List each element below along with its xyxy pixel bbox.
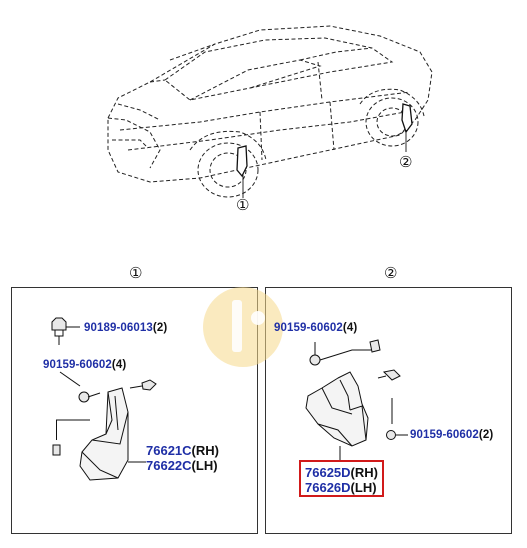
- s1-part-90159-60602: 90159-60602(4): [43, 359, 127, 371]
- callout-2: ②: [399, 153, 413, 171]
- s1-part-76622c: 76622C(LH): [146, 458, 218, 473]
- s1-part-90189-06013: 90189-06013(2): [84, 322, 168, 334]
- callout-1: ①: [236, 196, 250, 214]
- s1-part-76621c: 76621C(RH): [146, 443, 219, 458]
- s2-part-76625d: 76625D(RH): [305, 465, 378, 480]
- section-2-label: ②: [384, 264, 398, 282]
- section-1-frame: [11, 287, 258, 534]
- highlighted-part-box[interactable]: 76625D(RH) 76626D(LH): [299, 460, 384, 497]
- s2-part-90159-60602-qty2: 90159-60602(2): [410, 429, 494, 441]
- section-1-label: ①: [129, 264, 143, 282]
- s2-part-90159-60602-qty4: 90159-60602(4): [274, 322, 358, 334]
- s2-part-76626d: 76626D(LH): [305, 480, 377, 495]
- section-2-frame: [265, 287, 512, 534]
